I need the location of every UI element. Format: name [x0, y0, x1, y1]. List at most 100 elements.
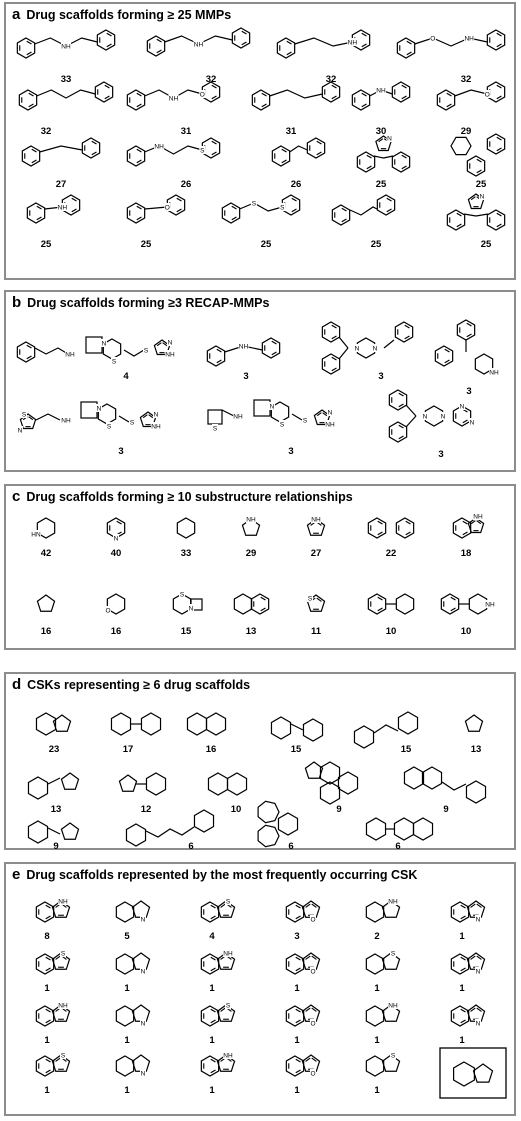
- count-label: 13: [246, 626, 257, 637]
- count-label: 25: [376, 179, 387, 190]
- atom-label: S: [280, 422, 285, 429]
- atom-label: N: [373, 346, 378, 353]
- csk-d-2: 17: [110, 712, 162, 755]
- count-label: 1: [124, 1035, 130, 1046]
- count-label: 1: [374, 1085, 380, 1096]
- atom-label: N: [141, 1021, 146, 1028]
- atom-label: O: [310, 917, 315, 924]
- atom-label: O: [310, 1071, 315, 1078]
- panel-e-title-text: Drug scaffolds represented by the most f…: [26, 868, 418, 882]
- csk-d-9: 10: [207, 772, 248, 815]
- count-label: 1: [44, 983, 50, 994]
- csk-d-7: 13: [27, 772, 80, 815]
- scaffold-a-14: 25: [450, 133, 506, 190]
- panel-c-label: c: [12, 488, 21, 505]
- count-label: 10: [386, 626, 397, 637]
- atom-label: N: [102, 341, 107, 348]
- scaffold-a-19: N25: [446, 192, 506, 250]
- count-label: 1: [374, 1035, 380, 1046]
- count-label: 1: [44, 1035, 50, 1046]
- count-label: 1: [124, 1085, 130, 1096]
- atom-label: S: [112, 359, 117, 366]
- count-label: 12: [141, 804, 152, 815]
- count-label: 23: [49, 744, 60, 755]
- atom-label: S: [308, 596, 313, 603]
- count-label: 1: [209, 1085, 215, 1096]
- count-label: 30: [376, 126, 387, 137]
- atom-label: N: [328, 410, 333, 417]
- scaffold-e-22: O1: [285, 1054, 321, 1096]
- atom-label: NH: [246, 517, 256, 524]
- atom-label: N: [154, 412, 159, 419]
- atom-label: N: [423, 414, 428, 421]
- count-label: 13: [51, 804, 62, 815]
- count-label: 25: [41, 239, 52, 250]
- scaffold-c-3: 33: [176, 517, 196, 559]
- scaffold-a-9: O29: [436, 81, 506, 137]
- atom-label: N: [270, 404, 275, 411]
- atom-label: S: [22, 412, 27, 419]
- csk-d-12: 9: [27, 820, 80, 852]
- panel-c-title-text: Drug scaffolds forming ≥ 10 substructure…: [26, 490, 353, 504]
- count-label: 42: [41, 548, 52, 559]
- scaffold-b-4: NH3: [434, 319, 499, 397]
- scaffold-a-1: NH 33: [16, 29, 116, 85]
- count-label: 4: [123, 371, 129, 382]
- atom-label: N: [168, 340, 173, 347]
- scaffold-b-2: NH3: [206, 337, 281, 382]
- count-label: 31: [181, 126, 192, 137]
- atom-label: N: [114, 536, 119, 543]
- atom-label: S: [107, 424, 112, 431]
- count-label: 25: [141, 239, 152, 250]
- atom-label: NH: [485, 602, 495, 609]
- scaffold-e-18: N1: [450, 1004, 486, 1046]
- scaffold-a-5: 32: [18, 81, 114, 137]
- panel-d-title-text: CSKs representing ≥ 6 drug scaffolds: [27, 678, 251, 692]
- count-label: 33: [61, 74, 72, 85]
- scaffold-e-19: S1: [35, 1051, 71, 1096]
- count-label: 2: [374, 931, 379, 942]
- count-label: 32: [206, 74, 217, 85]
- count-label: 25: [261, 239, 272, 250]
- scaffold-a-16: O25: [126, 194, 186, 250]
- scaffold-e-21: NH1: [200, 1051, 236, 1096]
- atom-label: NH: [65, 352, 75, 359]
- atom-label: O: [105, 608, 110, 615]
- scaffold-e-4: O3: [285, 900, 321, 942]
- scaffold-e-10: O1: [285, 952, 321, 994]
- panel-d-label: d: [12, 676, 22, 693]
- atom-label: NH: [223, 951, 233, 958]
- atom-label: S: [303, 418, 308, 425]
- count-label: 10: [461, 626, 472, 637]
- atom-label: N: [18, 428, 23, 435]
- atom-label: HN: [31, 532, 41, 539]
- scaffold-e-6: N1: [450, 900, 486, 942]
- atom-label: S: [226, 899, 231, 906]
- atom-label: NH: [61, 44, 71, 51]
- csk-d-1: 23: [35, 712, 72, 755]
- atom-label: NH: [233, 414, 243, 421]
- count-label: 16: [111, 626, 122, 637]
- count-label: 1: [294, 1085, 300, 1096]
- panel-d: d CSKs representing ≥ 6 drug scaffolds 23…: [4, 672, 516, 852]
- scaffold-e-8: N1: [115, 952, 151, 994]
- count-label: 16: [41, 626, 52, 637]
- count-label: 1: [459, 931, 465, 942]
- atom-label: O: [310, 969, 315, 976]
- atom-label: S: [61, 951, 66, 958]
- count-label: 8: [44, 931, 49, 942]
- count-label: 22: [386, 548, 397, 559]
- panel-c-title: c Drug scaffolds forming ≥ 10 substructur…: [12, 488, 353, 505]
- count-label: 9: [336, 804, 341, 815]
- atom-label: S: [252, 201, 257, 208]
- scaffold-c-2: N40: [106, 517, 126, 559]
